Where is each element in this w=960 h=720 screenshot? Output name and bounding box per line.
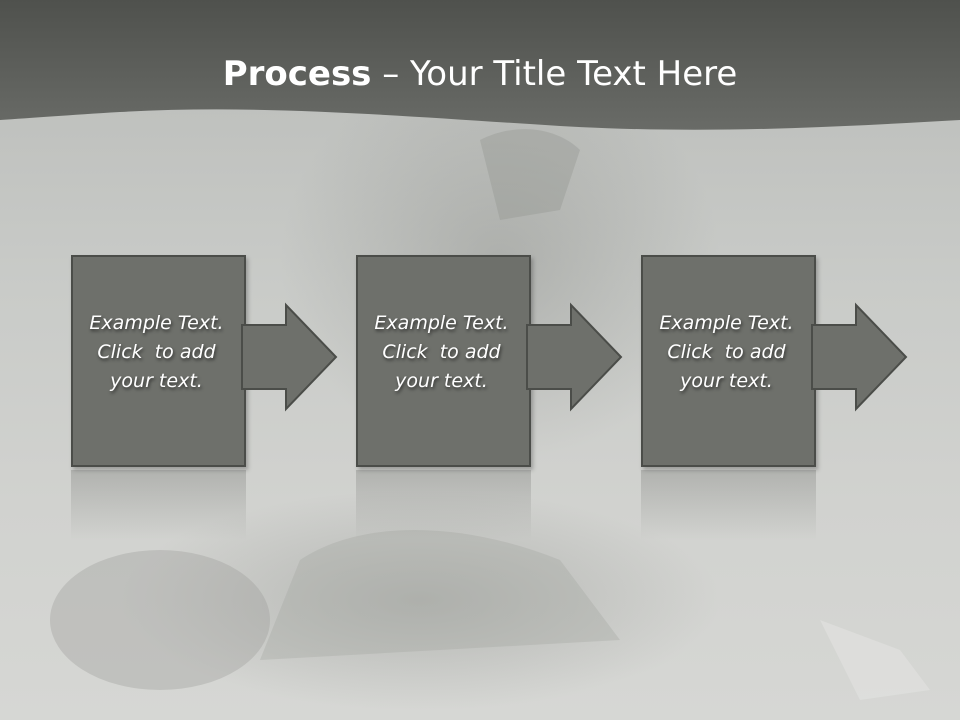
- step-2-line-1: Example Text.: [374, 312, 509, 334]
- step-2-arrow-icon: [526, 302, 623, 412]
- step-2-reflection: [356, 470, 531, 540]
- slide-title[interactable]: Process – Your Title Text Here: [0, 52, 960, 96]
- step-2-text: Example Text. Click to add your text.: [356, 309, 527, 396]
- step-3-line-2: Click to add: [667, 341, 786, 363]
- step-1-line-1: Example Text.: [89, 312, 224, 334]
- step-3-line-3: your text.: [680, 370, 773, 392]
- step-1-line-3: your text.: [110, 370, 203, 392]
- step-1-text: Example Text. Click to add your text.: [71, 309, 242, 396]
- step-3-reflection: [641, 470, 816, 540]
- step-1-line-2: Click to add: [97, 341, 216, 363]
- step-2-box[interactable]: [356, 255, 531, 467]
- title-bold-part: Process: [222, 54, 372, 94]
- title-rest-part: – Your Title Text Here: [371, 54, 738, 94]
- step-1-box[interactable]: [71, 255, 246, 467]
- step-3-arrow-icon: [811, 302, 908, 412]
- step-1-arrow-icon: [241, 302, 338, 412]
- step-1-reflection: [71, 470, 246, 540]
- process-step-2[interactable]: Example Text. Click to add your text.: [356, 255, 623, 467]
- header-band: [0, 0, 960, 130]
- step-2-line-2: Click to add: [382, 341, 501, 363]
- process-step-1[interactable]: Example Text. Click to add your text.: [71, 255, 338, 467]
- step-2-line-3: your text.: [395, 370, 488, 392]
- step-3-text: Example Text. Click to add your text.: [641, 309, 812, 396]
- process-step-3[interactable]: Example Text. Click to add your text.: [641, 255, 908, 467]
- step-3-line-1: Example Text.: [659, 312, 794, 334]
